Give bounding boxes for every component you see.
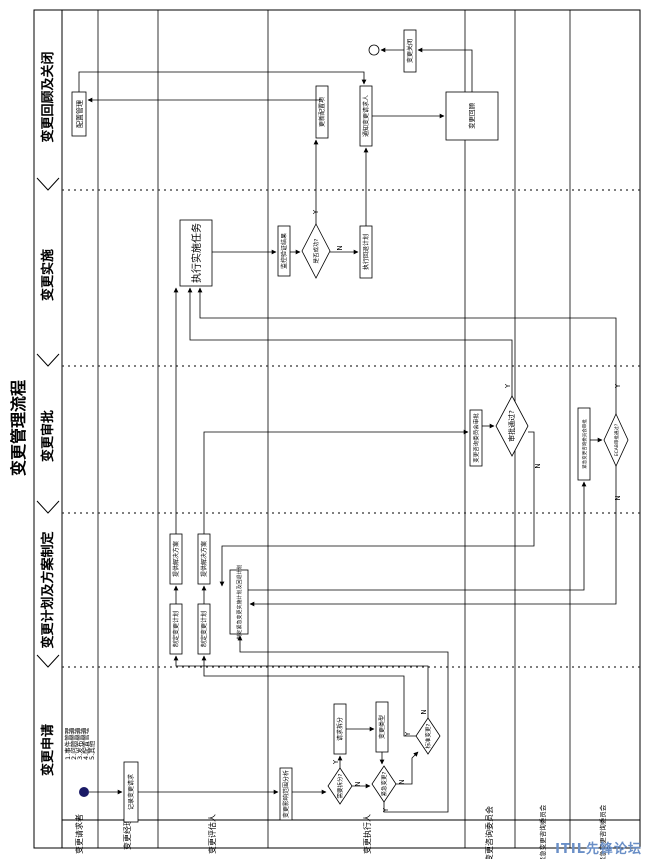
classify-label: 变更影响范围分析 <box>282 770 290 818</box>
phase-approval: 变更审批 <box>40 410 56 462</box>
source-item: 2.问题管理 <box>69 727 78 760</box>
change-close-label: 变更关闭 <box>406 39 414 63</box>
change-close-box <box>403 29 417 73</box>
execute-task-box <box>179 219 213 287</box>
role-ecab-2: 紧急变更咨询委员会 <box>598 804 607 859</box>
notify-label: 通知变更请求人 <box>362 95 370 137</box>
role-labels: 变更请求者 变更经理 变更评估人 变更执行人 变更咨询委员会 紧急变更咨询委员会… <box>74 804 607 859</box>
change-review-box <box>445 91 499 141</box>
monitor-result-label: 监控验证结果 <box>280 233 288 269</box>
start-node <box>79 787 89 797</box>
edge-label-no: N <box>614 495 622 500</box>
split-request-label: 请求拆分 <box>336 717 344 741</box>
success-q-diamond <box>301 223 331 279</box>
phase-dividers <box>62 189 640 668</box>
edge-label-no: N <box>336 245 344 250</box>
source-item: 1.事件管理 <box>63 727 72 760</box>
process-boxes <box>71 29 591 823</box>
edge-label-yes: Y <box>504 383 512 389</box>
emergency-plan-label: 制定紧急变更实施计划及回退计划 <box>236 564 243 639</box>
edge-label-yes: Y <box>614 383 622 389</box>
phase-labels: 变更回顾及关闭 变更实施 变更审批 变更计划及方案制定 变更申请 <box>40 51 56 776</box>
edge-label-yes: Y <box>332 759 340 765</box>
source-item: 5.其他 <box>87 740 96 760</box>
edge-label-yes: Y <box>382 807 390 813</box>
approve-q-label: 审批通过? <box>507 410 516 442</box>
monitor-result-box <box>277 225 291 277</box>
success-q-label: 是否成功? <box>312 238 320 263</box>
role-requester: 变更请求者 <box>74 814 84 854</box>
node-labels: 记录变更请求 变更影响范围分析 请求拆分 变更类型 需要拆分? 紧急变更? 标准… <box>75 39 620 818</box>
ecab-review-label: 紧急变更咨询委员会审批 <box>581 419 588 469</box>
emergency-plan-box <box>229 569 249 635</box>
role-ecab: 紧急变更咨询委员会 <box>538 804 547 859</box>
cab-review-label: 变更咨询委员会审批 <box>472 413 480 463</box>
approve-q-diamond <box>495 395 529 457</box>
role-manager: 变更经理 <box>122 818 132 850</box>
record-request-label: 记录变更请求 <box>127 774 135 810</box>
end-node <box>368 44 380 56</box>
phase-chevrons <box>36 177 60 668</box>
edge-label-no: N <box>420 709 428 714</box>
phase-review: 变更回顾及关闭 <box>40 51 56 142</box>
standard-q-diamond <box>415 717 441 755</box>
edge-label-no: N <box>534 463 542 468</box>
update-config-box <box>315 85 329 139</box>
change-review-label: 变更回顾 <box>467 103 476 130</box>
cab-review-box <box>469 409 483 467</box>
edge-labels: Y N N Y Y N Y N Y N Y N <box>312 209 622 813</box>
split-q-label: 需要拆分? <box>336 773 344 798</box>
solution-b-label: 提供解决方案 <box>200 541 208 577</box>
source-item: 3.发布管理 <box>75 727 84 760</box>
edge-label-no: N <box>398 779 406 784</box>
classify-box <box>279 767 293 821</box>
diagram-frame <box>33 9 641 849</box>
source-item: 4.配置管理 <box>81 727 90 760</box>
update-config-label: 更新配置项 <box>318 97 326 127</box>
edge-label-no: N <box>354 781 362 786</box>
ecab-review-box <box>577 407 591 481</box>
rollback-label: 执行回退计划 <box>362 234 370 270</box>
role-executor: 变更执行人 <box>362 814 372 854</box>
edge-label-yes: Y <box>404 731 412 737</box>
role-cab: 变更咨询委员会 <box>484 806 494 859</box>
ecab-q-label: ECAB审批通过? <box>613 423 620 456</box>
connectors <box>78 47 617 813</box>
emergency-q-label: 紧急变更? <box>380 771 388 796</box>
swimlane-dividers <box>97 10 571 848</box>
decision-diamonds <box>301 223 629 805</box>
split-q-diamond <box>327 767 353 805</box>
role-assessor: 变更评估人 <box>207 814 217 854</box>
plan-a-label: 制定变更计划 <box>172 611 180 647</box>
phase-planning: 变更计划及方案制定 <box>40 531 56 648</box>
phase-request: 变更申请 <box>40 724 56 776</box>
execute-task-label: 执行实施任务 <box>190 223 203 283</box>
phase-implementation: 变更实施 <box>40 249 56 301</box>
watermark: ITIL先锋论坛 <box>555 842 642 857</box>
solution-a-label: 提供解决方案 <box>172 541 180 577</box>
request-sources-list: 1.事件管理 2.问题管理 3.发布管理 4.配置管理 5.其他 <box>63 727 96 760</box>
change-type-label: 变更类型 <box>378 715 386 739</box>
plan-b-label: 制定变更计划 <box>200 611 208 647</box>
standard-q-label: 标准变更? <box>424 723 432 748</box>
config-mgmt-label: 配置管理 <box>75 100 84 128</box>
page-title: 变更管理流程 <box>9 380 28 476</box>
edge-label-yes: Y <box>312 209 320 215</box>
